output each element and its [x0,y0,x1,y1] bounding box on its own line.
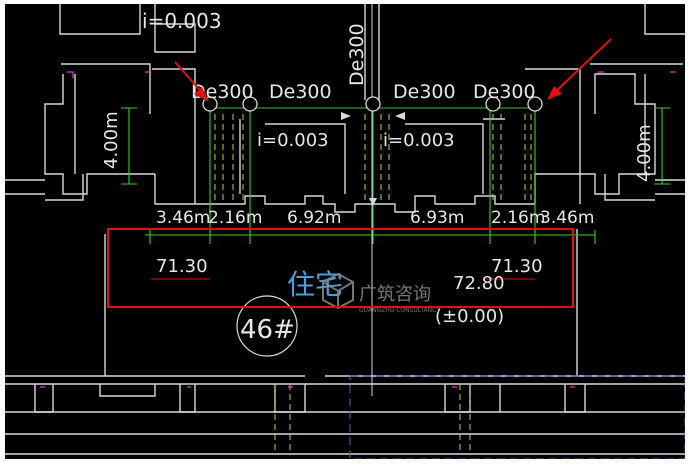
dim-label-3: 6.92m [287,208,341,228]
building-walls [5,4,685,455]
dash-4 [274,384,471,454]
wall-right-unit [534,73,656,204]
zone-text: 住宅 [287,268,343,301]
floor-line-right [655,179,685,195]
dim-height-right [654,107,670,185]
elevation-right: 71.30 [491,256,543,277]
slope-label-top: i=0.003 [142,9,222,33]
dash-2 [364,114,390,204]
pipe-label-2: De300 [269,81,332,103]
mk-1 [67,71,74,78]
dim-label-1: 3.46m [156,208,210,228]
pipe-circle-4 [485,96,501,112]
cad-drawing-area: i=0.003 i=0.003 i=0.003 De300 De300 De30… [5,4,685,459]
flow-arrows [341,112,405,206]
watermark-name: 广筑咨询 [359,284,431,305]
dim-ticks [149,230,596,244]
dim-label-4: 6.93m [410,208,464,228]
building-number-circle [236,295,298,357]
wall-center-bottom [210,195,535,213]
dim-label-6: 3.46m [540,208,594,228]
pipe-circle-2 [242,96,258,112]
magenta-markers [40,71,676,388]
dashed-pipes [214,114,532,454]
pipe-label-vertical: De300 [346,23,368,86]
slope-label-right: i=0.003 [383,130,455,151]
elevation-left: 71.30 [156,256,208,277]
dash-3 [492,114,532,204]
red-arrow-right [547,38,612,100]
pipe-drops [209,108,536,232]
cad-drawing: i=0.003 i=0.003 i=0.003 De300 De300 De30… [5,4,685,459]
wall-left-room [152,68,196,204]
slope-label-left: i=0.003 [257,130,329,151]
floor-line-left [5,179,45,195]
wall-left-step [45,74,84,201]
pipe-circle-5 [527,96,543,112]
red-arrow-left [174,61,209,102]
watermark: 广筑咨询 GUANGZHU CONSULTANCY [322,272,440,314]
pipe-label-3: De300 [393,81,456,103]
pipe-label-4: De300 [473,81,536,103]
height-label-right: 4.00m [634,124,655,182]
elevation-zero: (±0.00) [435,306,504,327]
pipe-circles [202,96,543,112]
wall-bottom-cols [34,384,586,413]
dim-label-5: 2.16m [491,208,545,228]
wall-left-inner-cols [154,174,210,205]
watermark-logo-icon [322,272,354,310]
blue-dashed-region [349,375,685,459]
dash-1 [214,114,244,204]
elevation-building: 72.80 [453,273,505,294]
building-number: 46# [240,315,295,345]
wall-center-column [364,4,380,100]
red-highlight-box [107,228,574,308]
wall-left-outer [61,63,151,114]
wall-top-left-inner [154,4,196,53]
wall-center-rooms [239,118,505,194]
height-label-left: 4.00m [101,111,122,169]
wall-left-unit [44,74,155,195]
dim-height-left [121,107,137,185]
pipe-circle-3 [365,96,381,112]
wall-right-outer [590,63,683,201]
watermark-sub: GUANGZHU CONSULTANCY [359,307,440,314]
dim-label-2: 2.16m [208,208,262,228]
wall-bottom-frame [5,411,685,455]
wall-right-top [644,4,685,35]
wall-top-left [59,4,141,35]
